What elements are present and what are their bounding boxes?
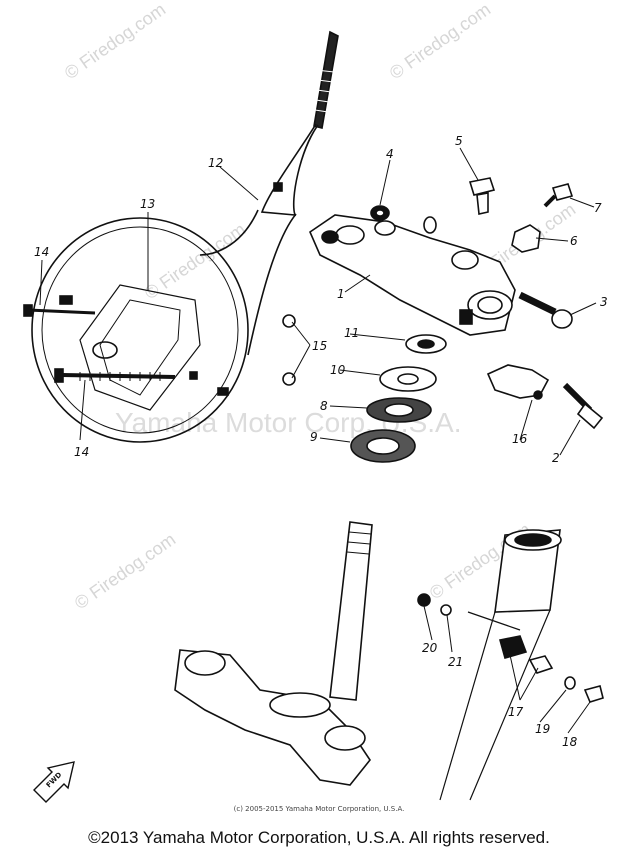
callout-7: 7 xyxy=(594,201,602,215)
callout-3: 3 xyxy=(600,295,608,309)
watermark-firedog-3: © Firedog.com xyxy=(141,219,249,303)
leader-lines xyxy=(39,147,597,734)
fasteners-upper xyxy=(282,177,604,463)
callout-6: 6 xyxy=(570,234,578,248)
headlight-panel xyxy=(23,217,249,443)
callout-15: 15 xyxy=(312,339,327,353)
callout-18: 18 xyxy=(562,735,578,749)
cable-assembly xyxy=(199,30,339,356)
callout-10: 10 xyxy=(330,363,346,377)
callout-5: 5 xyxy=(455,134,463,148)
callout-19: 19 xyxy=(535,722,550,736)
callout-1: 1 xyxy=(337,287,345,301)
callout-17: 17 xyxy=(508,705,524,719)
callout-21: 21 xyxy=(448,655,463,669)
forward-arrow-icon: FWD xyxy=(33,761,75,803)
callout-16: 16 xyxy=(512,432,528,446)
callout-12: 12 xyxy=(208,156,223,170)
callout-14a: 14 xyxy=(34,245,49,259)
watermark-firedog-5: © Firedog.com xyxy=(71,529,179,613)
upper-bracket xyxy=(309,214,516,336)
copyright-notice: ©2013 Yamaha Motor Corporation, U.S.A. A… xyxy=(88,828,550,847)
callout-8: 8 xyxy=(320,399,328,413)
fork-tube xyxy=(417,529,604,801)
callout-14b: 14 xyxy=(74,445,89,459)
callout-20: 20 xyxy=(422,641,438,655)
callout-4: 4 xyxy=(386,147,394,161)
callout-13: 13 xyxy=(140,197,155,211)
callout-2: 2 xyxy=(552,451,560,465)
watermark-firedog-2: © Firedog.com xyxy=(386,0,494,83)
callout-11: 11 xyxy=(344,326,359,340)
steering-stem xyxy=(174,521,373,786)
callout-labels: 12 13 14 14 4 5 7 6 1 3 15 11 10 8 9 16 … xyxy=(34,134,608,749)
fine-print: (c) 2005-2015 Yamaha Motor Corporation, … xyxy=(233,805,405,813)
watermark-firedog-1: © Firedog.com xyxy=(61,0,169,83)
callout-9: 9 xyxy=(310,430,318,444)
